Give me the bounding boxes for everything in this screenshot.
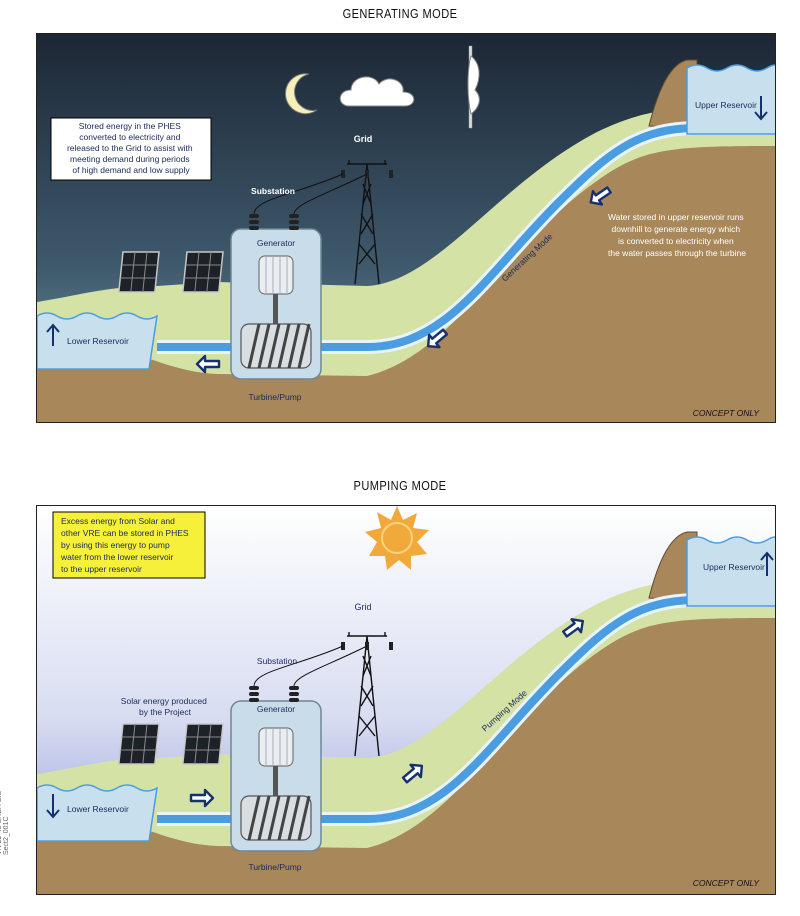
info-line: other VRE can be stored in PHES xyxy=(61,528,189,538)
solar-panel xyxy=(117,723,160,765)
turbine-icon xyxy=(240,323,312,369)
lower-reservoir-arrow-down xyxy=(46,794,60,819)
solar-panel xyxy=(181,251,224,293)
info-line: converted to electricity and xyxy=(79,132,180,142)
upper-reservoir-label: Upper Reservoir xyxy=(695,100,757,110)
pumping-mode-title: PUMPING MODE xyxy=(353,478,447,493)
info-box-text: Stored energy in the PHES converted to e… xyxy=(67,121,195,175)
generator-label: Generator xyxy=(257,704,295,714)
wind-turbine-icon xyxy=(467,45,480,129)
solar-panel xyxy=(181,723,224,765)
info-line: of high demand and low supply xyxy=(72,165,190,175)
upper-reservoir-arrow-down xyxy=(754,96,768,121)
info-box xyxy=(52,511,206,579)
lower-reservoir-label: Lower Reservoir xyxy=(67,804,129,814)
turbine-pump-label: Turbine/Pump xyxy=(248,392,301,402)
power-lines xyxy=(253,645,368,687)
transmission-tower xyxy=(341,632,393,757)
lower-reservoir xyxy=(37,312,158,370)
info-line: by using this energy to pump xyxy=(61,540,170,550)
info-line: Stored energy in the PHES xyxy=(79,121,181,131)
grid-label: Grid xyxy=(354,134,373,144)
description-line: Water stored in upper reservoir runs xyxy=(608,212,744,222)
turbine-icon xyxy=(240,795,312,841)
info-line: meeting demand during periods xyxy=(70,154,190,164)
generator-icon xyxy=(258,255,294,326)
info-line: released to the Grid to assist with xyxy=(67,143,193,153)
cloud-icon xyxy=(339,76,415,107)
substation-bushings xyxy=(249,686,299,702)
solar-label-line: by the Project xyxy=(139,707,192,717)
generating-mode-title: GENERATING MODE xyxy=(342,6,458,21)
solar-panel xyxy=(117,251,160,293)
substation-bushings xyxy=(249,214,299,230)
solar-label-line: Solar energy produced xyxy=(121,696,207,706)
dam-rock xyxy=(648,59,698,130)
moon-icon xyxy=(284,73,318,115)
generating-mode-panel: Stored energy in the PHES converted to e… xyxy=(36,33,776,423)
info-box xyxy=(50,117,212,181)
upper-reservoir-arrow-up xyxy=(760,551,774,576)
description-line: the water passes through the turbine xyxy=(608,248,746,258)
info-line: Excess energy from Solar and xyxy=(61,516,175,526)
document-code: VN 22-45 SREH EIS Sect2_001C xyxy=(0,790,10,855)
generator-label: Generator xyxy=(257,238,295,248)
power-lines xyxy=(253,173,368,215)
turbine-pump-label: Turbine/Pump xyxy=(248,862,301,872)
solar-label: Solar energy produced by the Project xyxy=(121,696,209,717)
substation-label: Substation xyxy=(257,656,297,666)
lower-reservoir-arrow-up xyxy=(46,323,60,346)
upper-reservoir-label: Upper Reservoir xyxy=(703,562,765,572)
transmission-tower xyxy=(341,160,393,285)
lower-reservoir xyxy=(37,784,158,842)
concept-only-label: CONCEPT ONLY xyxy=(693,878,761,888)
grid-label: Grid xyxy=(354,602,371,612)
info-line: water from the lower reservoir xyxy=(60,552,174,562)
info-line: to the upper reservoir xyxy=(61,564,142,574)
description-line: is converted to electricity when xyxy=(618,236,734,246)
description-text: Water stored in upper reservoir runs dow… xyxy=(608,212,746,258)
dam-rock xyxy=(648,531,698,602)
upper-reservoir xyxy=(686,536,775,607)
sun-icon xyxy=(365,506,429,570)
pumping-mode-panel: Excess energy from Solar and other VRE c… xyxy=(36,505,776,895)
description-line: downhill to generate energy which xyxy=(612,224,741,234)
concept-only-label: CONCEPT ONLY xyxy=(693,408,761,418)
upper-reservoir xyxy=(686,64,775,135)
generator-icon xyxy=(258,727,294,798)
lower-reservoir-label: Lower Reservoir xyxy=(67,336,129,346)
info-box-text: Excess energy from Solar and other VRE c… xyxy=(60,516,191,574)
substation-label: Substation xyxy=(251,186,295,196)
